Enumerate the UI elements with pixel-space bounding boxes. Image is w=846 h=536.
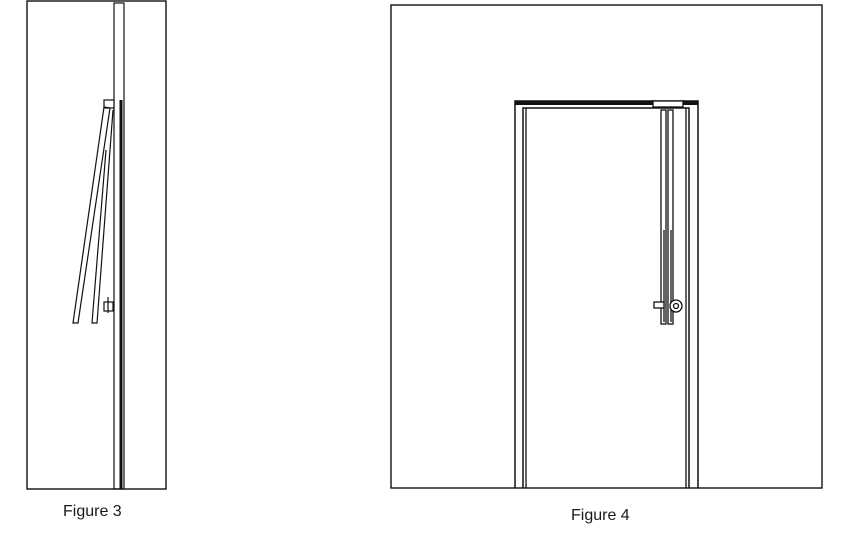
figure-4-caption: Figure 4 [571, 507, 630, 524]
figure-3-arm-inner [91, 109, 114, 324]
figure-4-top-bracket [652, 100, 684, 108]
figure-3-arm-link [103, 106, 111, 109]
figure-4-rod-left [660, 109, 667, 325]
figure-3-side-view [26, 0, 167, 490]
figure-4-wall [390, 4, 823, 489]
figure-3-caption: Figure 3 [63, 503, 122, 520]
figure-4-rod-right [667, 109, 674, 325]
figure-4-latch-bracket [653, 301, 665, 309]
figure-4-door-knob-inner [672, 302, 680, 310]
figure-3-wall [26, 0, 167, 490]
figure-4-door-knob [669, 299, 683, 313]
figure-4-front-view [390, 4, 823, 489]
figure-3-arm-outer [72, 106, 111, 324]
figure-4-door-leaf [522, 107, 690, 488]
figure-3-door-edge [113, 2, 125, 490]
